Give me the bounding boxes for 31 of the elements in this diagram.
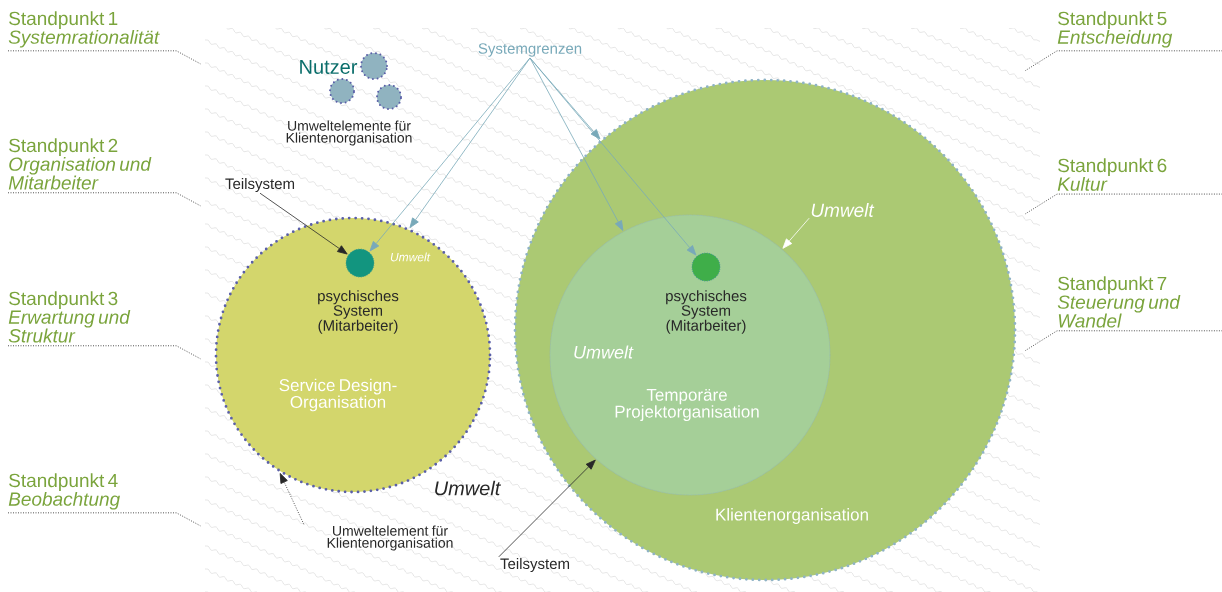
caption-text: psychisches System (Mitarbeiter) (318, 290, 399, 334)
arrow (369, 57, 531, 252)
viewpoint-label: Standpunkt 2 Organisation und Mitarbeiter (8, 138, 152, 190)
leader-line (7, 512, 201, 527)
circle (329, 78, 355, 104)
leader-line (7, 345, 201, 360)
arrow (498, 459, 596, 558)
viewpoint-label: Standpunkt 4 Beobachtung (8, 473, 120, 510)
caption-text: psychisches System (Mitarbeiter) (666, 290, 747, 334)
viewpoint-label: Standpunkt 6 Kultur (1057, 158, 1167, 191)
arrow (279, 473, 305, 525)
viewpoint-label: Standpunkt 7 Steuerung und Wandel (1057, 276, 1181, 328)
boundary-label: Systemgrenzen (478, 43, 582, 57)
callout-text: Umwelt (811, 203, 875, 217)
viewpoint-label: Standpunkt 5 Entscheidung (1057, 11, 1173, 48)
group-label: Nutzer (300, 60, 358, 74)
leader-line (1024, 50, 1222, 72)
circle (360, 52, 388, 80)
leader-line (7, 50, 201, 65)
viewpoint-label: Standpunkt 1 Systemrationalität (8, 11, 160, 48)
callout-text: Umweltelement für Klientenorganisation (327, 525, 453, 551)
leader-line (7, 192, 201, 207)
arrow (782, 217, 810, 249)
leader-line (1024, 330, 1222, 352)
leader-line (1024, 193, 1222, 215)
arrow (529, 57, 697, 256)
callout-text: Teilsystem (225, 178, 294, 192)
circle (376, 84, 402, 110)
caption-text: Umweltelemente für Klientenorganisation (286, 120, 412, 146)
viewpoint-label: Standpunkt 3 Erwartung und Struktur (8, 291, 131, 343)
arrow (259, 192, 348, 255)
